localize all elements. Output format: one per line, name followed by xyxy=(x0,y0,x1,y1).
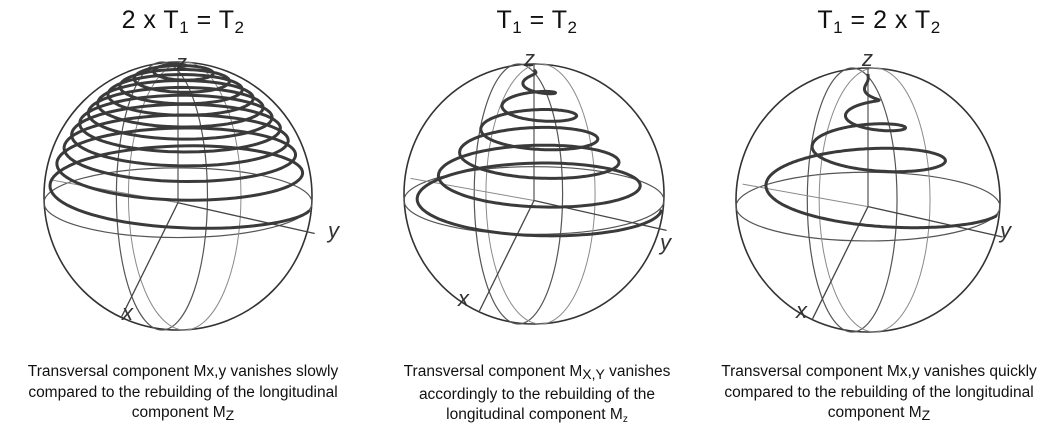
meridian-back xyxy=(127,61,242,331)
x-axis-label: x xyxy=(795,298,808,323)
panel-caption: Transversal component MX,Y vanishes acco… xyxy=(403,363,671,425)
panel-caption: Transversal component Mx,y vanishes quic… xyxy=(721,363,1037,423)
y-axis-line xyxy=(533,199,667,232)
magnetization-spiral xyxy=(764,72,999,230)
x-axis-label: x xyxy=(121,300,134,325)
panel-title: T1 = T2 xyxy=(496,6,578,37)
bloch-sphere-diagram: z y x xyxy=(43,50,341,331)
y-axis-label: y xyxy=(998,218,1013,243)
meridian-front xyxy=(473,63,564,325)
x-axis-line xyxy=(121,202,179,317)
y-axis-line xyxy=(867,205,1003,238)
meridian-front xyxy=(115,61,209,331)
panel-2t1-eq-t2: 2 x T1 = T2 z y x Transversal component … xyxy=(18,0,348,428)
panel-t1-eq-2t2: T1 = 2 x T2 z y x Transversal component … xyxy=(714,0,1044,428)
y-axis-label: y xyxy=(658,230,673,255)
panel-title: 2 x T1 = T2 xyxy=(121,6,245,37)
bloch-sphere-diagram: z y x xyxy=(735,46,1013,333)
x-axis-label: x xyxy=(457,286,470,311)
z-axis-label: z xyxy=(523,46,535,71)
meridian-back xyxy=(485,63,596,325)
meridian-back xyxy=(818,67,931,333)
magnetization-spiral xyxy=(415,68,663,238)
panel-title: T1 = 2 x T2 xyxy=(817,6,941,37)
panel-t1-eq-t2: T1 = T2 z y x Transversal component MX,Y… xyxy=(372,0,702,428)
neg-y-axis-line xyxy=(742,183,869,208)
panel-caption: Transversal component Mx,y vanishes slow… xyxy=(27,363,339,423)
meridian-front xyxy=(806,67,898,333)
magnetization-spiral xyxy=(48,62,311,230)
y-axis-label: y xyxy=(326,218,341,243)
bloch-sphere-diagram: z y x xyxy=(403,46,673,325)
x-axis-line xyxy=(478,200,535,312)
y-axis-line xyxy=(177,202,315,235)
z-axis-label: z xyxy=(175,50,187,75)
z-axis-label: z xyxy=(861,46,873,71)
